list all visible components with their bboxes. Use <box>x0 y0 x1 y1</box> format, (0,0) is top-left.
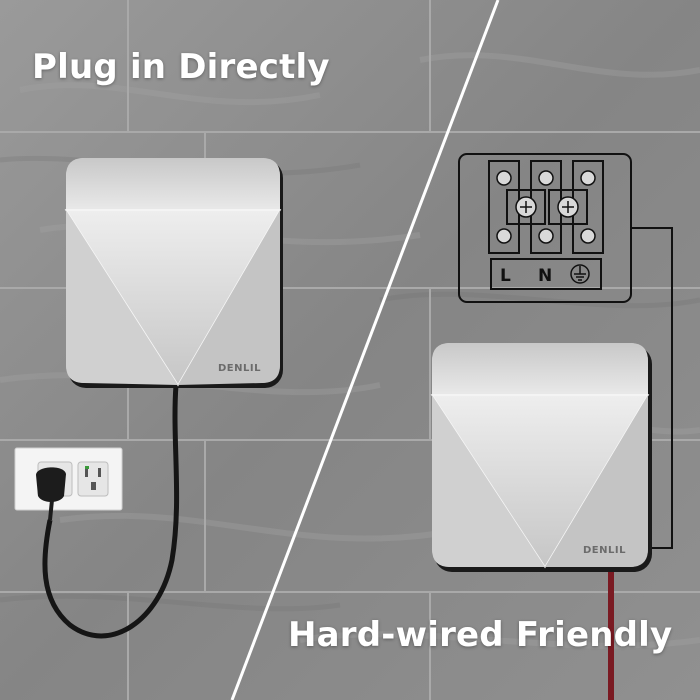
wall-outlet <box>14 447 123 511</box>
hand-dryer-right <box>430 343 652 572</box>
hand-dryer-left <box>64 158 283 388</box>
headline-hard-wired: Hard-wired Friendly <box>288 615 673 655</box>
brand-logo-left: DENLIL <box>218 363 261 374</box>
divider-line <box>230 0 500 700</box>
ground-icon <box>570 264 590 284</box>
terminal-label-line: L <box>500 266 511 286</box>
black-power-cable <box>42 384 180 639</box>
terminal-block-diagram: L N <box>458 153 673 549</box>
brand-logo-right: DENLIL <box>583 545 626 556</box>
terminal-label-neutral: N <box>538 266 552 286</box>
power-plug <box>36 467 66 520</box>
headline-plug-in: Plug in Directly <box>32 47 330 87</box>
